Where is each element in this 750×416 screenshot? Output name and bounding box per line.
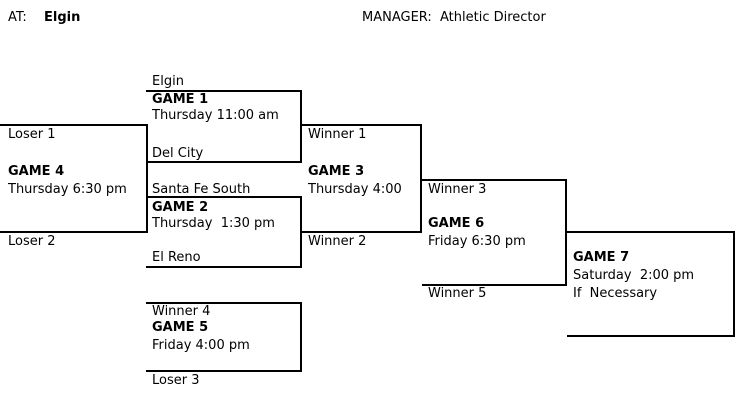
manager-name: Athletic Director <box>440 10 546 25</box>
game3-top-line <box>302 124 422 126</box>
game3-bottom-line <box>302 231 422 233</box>
game3-top-label: Winner 1 <box>308 127 367 142</box>
game6-title: GAME 6 <box>428 216 485 231</box>
game5-bottom-label: Loser 3 <box>152 373 200 388</box>
game2-bottom-line <box>146 266 302 268</box>
game1-team-top: Elgin <box>152 74 184 89</box>
game5-bottom-line <box>146 370 302 372</box>
game4-top-label: Loser 1 <box>8 127 56 142</box>
game1-bottom-line <box>146 161 302 163</box>
game7-bottom-line <box>567 335 735 337</box>
game1-top-line <box>146 90 302 92</box>
game4-title: GAME 4 <box>8 164 65 179</box>
game1-title: GAME 1 <box>152 92 209 107</box>
manager-label: MANAGER: <box>362 10 432 25</box>
game3-connector <box>420 124 422 233</box>
game5-top-label: Winner 4 <box>152 304 211 319</box>
game2-connector <box>300 196 302 268</box>
game6-top-label: Winner 3 <box>428 182 487 197</box>
game2-team-top: Santa Fe South <box>152 182 251 197</box>
game3-time: Thursday 4:00 <box>308 182 402 197</box>
game2-top-line <box>146 196 302 198</box>
game7-top-line <box>567 231 735 233</box>
game3-title: GAME 3 <box>308 164 365 179</box>
game4-top-line <box>0 124 148 126</box>
game6-bottom-line <box>422 284 567 286</box>
site-name: Elgin <box>44 10 81 25</box>
game2-title: GAME 2 <box>152 200 209 215</box>
game5-time: Friday 4:00 pm <box>152 338 250 353</box>
game6-time: Friday 6:30 pm <box>428 234 526 249</box>
game4-connector <box>146 124 148 233</box>
game6-top-line <box>422 179 567 181</box>
at-label: AT: <box>8 10 27 25</box>
game1-connector <box>300 90 302 163</box>
game4-time: Thursday 6:30 pm <box>8 182 127 197</box>
game1-time: Thursday 11:00 am <box>152 108 279 123</box>
game6-bottom-label: Winner 5 <box>428 286 487 301</box>
game7-note: If Necessary <box>573 286 658 301</box>
game1-team-bottom: Del City <box>152 146 204 161</box>
game7-time: Saturday 2:00 pm <box>573 268 695 283</box>
game5-connector <box>300 302 302 372</box>
game4-bottom-label: Loser 2 <box>8 234 56 249</box>
game2-time: Thursday 1:30 pm <box>152 216 275 231</box>
game2-team-bottom: El Reno <box>152 250 201 265</box>
game3-bottom-label: Winner 2 <box>308 234 367 249</box>
game5-title: GAME 5 <box>152 320 209 335</box>
game5-top-line <box>146 302 302 304</box>
game4-bottom-line <box>0 231 148 233</box>
game6-connector <box>565 179 567 286</box>
game7-title: GAME 7 <box>573 250 630 265</box>
game7-connector <box>733 231 735 337</box>
